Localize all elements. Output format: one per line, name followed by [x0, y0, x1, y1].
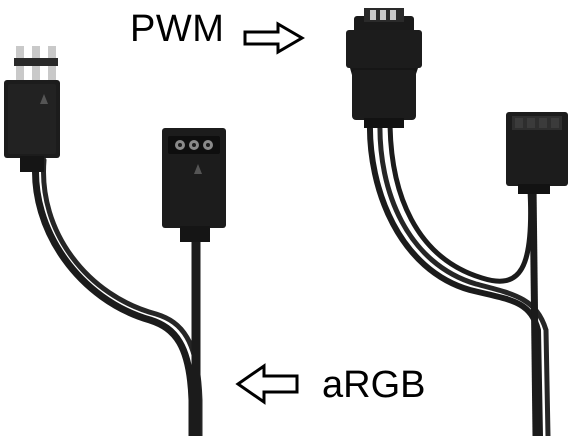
arrow-right-outline-icon: [243, 21, 305, 55]
pwm-fan-connector: [346, 8, 422, 128]
pwm-cable-bundle-left: [366, 119, 543, 436]
argb-splitter-cable: [4, 46, 226, 436]
argb-female-connector: [162, 128, 226, 242]
pwm-cable-main: [529, 184, 540, 436]
arrow-left-outline-icon: [235, 363, 299, 405]
argb-male-connector: [4, 46, 60, 172]
argb-label: aRGB: [322, 364, 426, 406]
pwm-splitter-cable: [346, 8, 568, 436]
argb-cable-left: [32, 156, 196, 436]
pwm-label: PWM: [130, 8, 225, 50]
pwm-header-connector: [506, 112, 568, 194]
pwm-cable-bundle-left-3: [387, 119, 534, 284]
